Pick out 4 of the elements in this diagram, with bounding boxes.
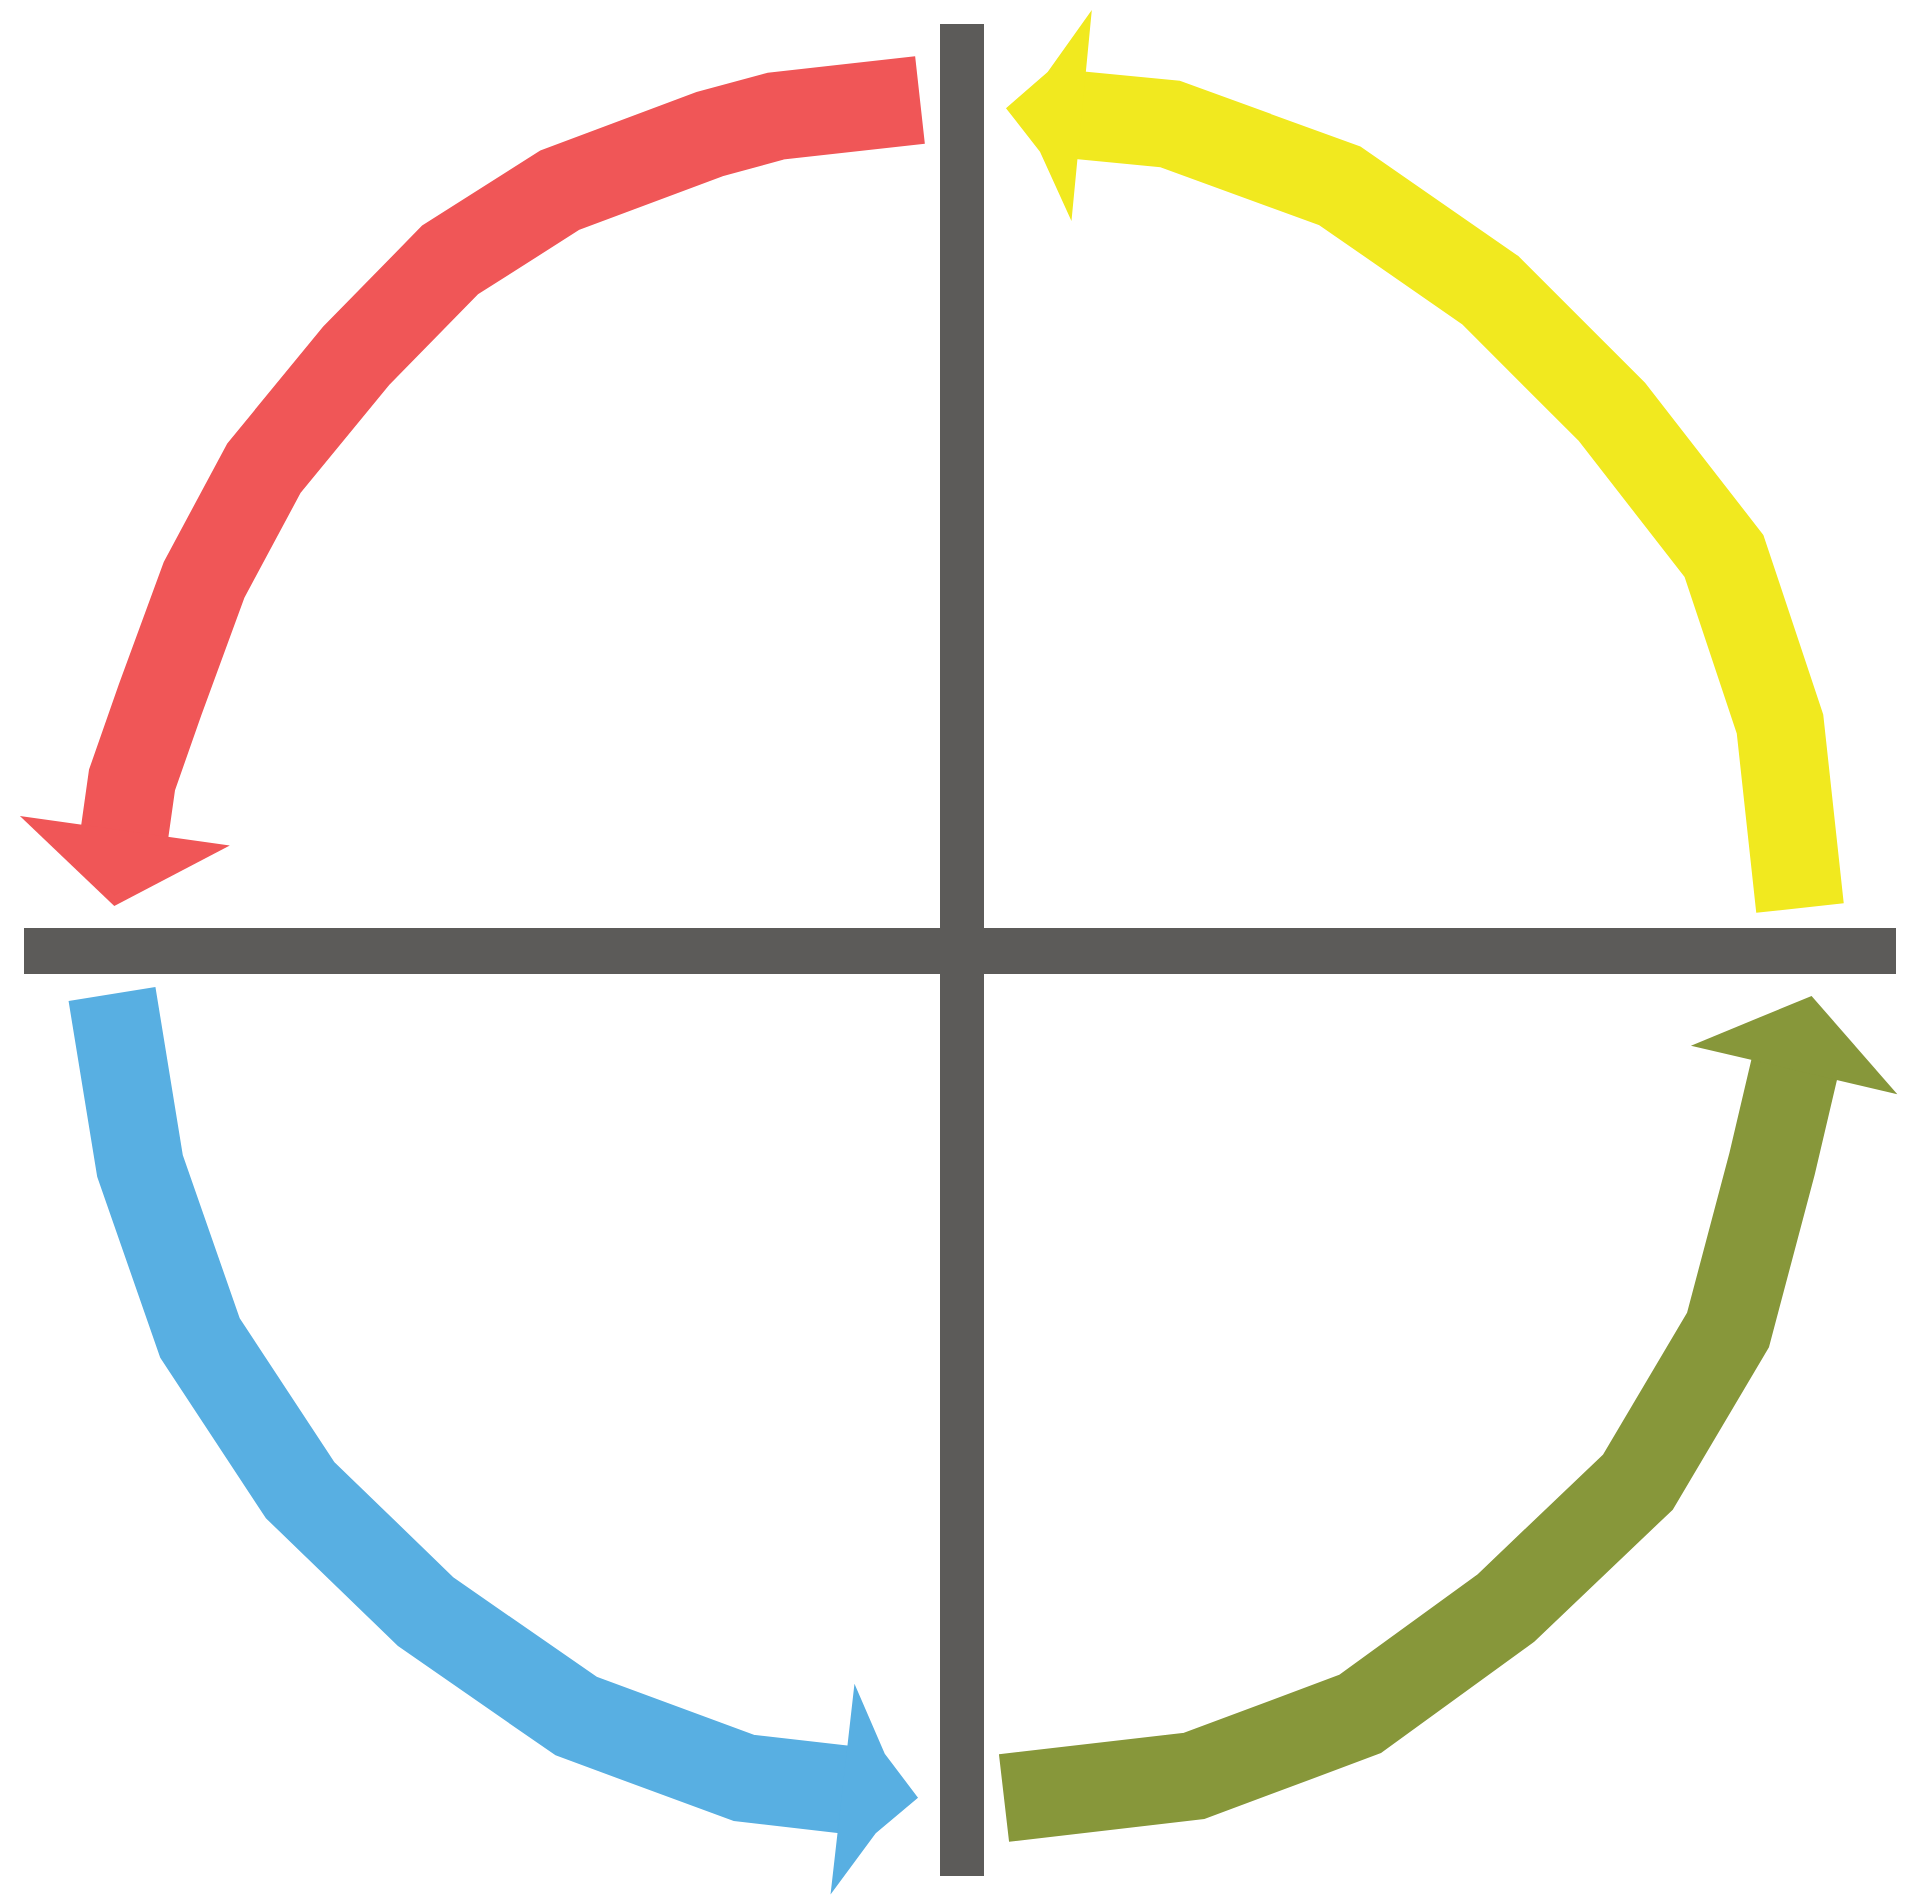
vertical-axis [940, 24, 984, 1876]
horizontal-axis [24, 928, 1896, 974]
curved-arrow [998, 995, 1898, 1842]
curved-arrow [19, 56, 925, 906]
